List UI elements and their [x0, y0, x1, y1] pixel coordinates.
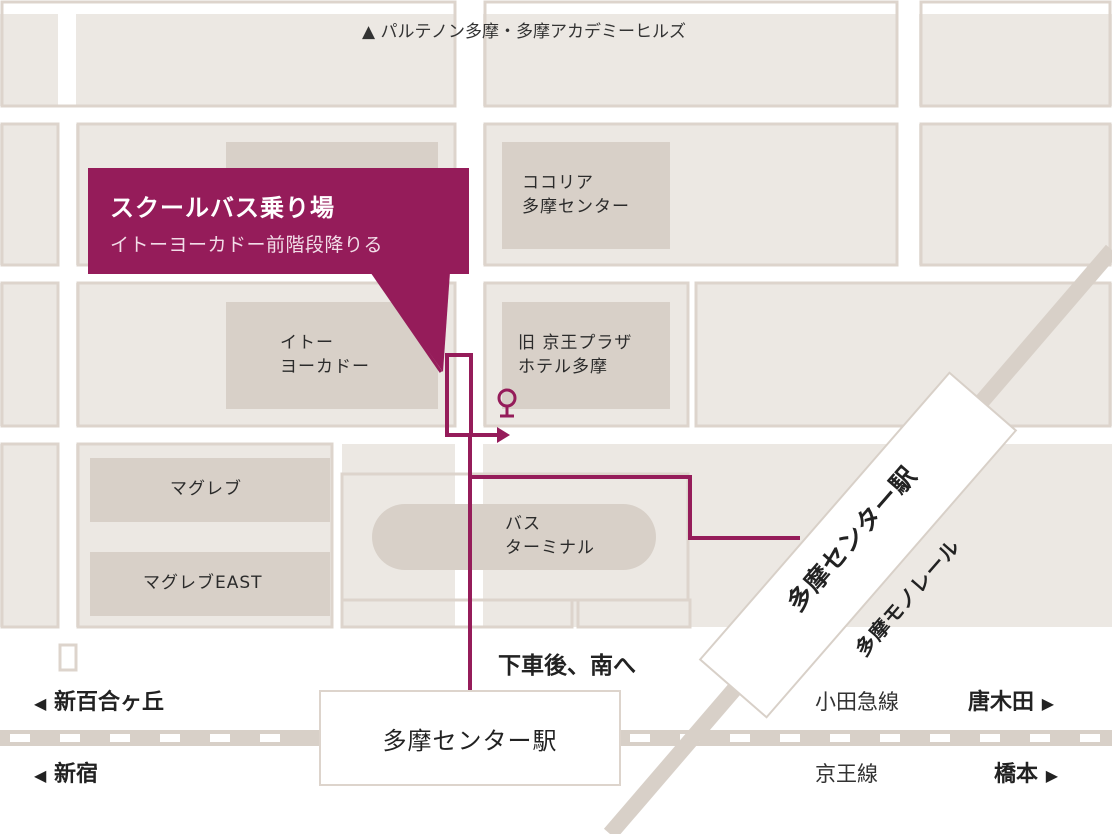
route-to-monorail: [470, 475, 800, 540]
block-outline-3: [919, 0, 1112, 108]
block-outline-1: [0, 0, 457, 108]
buildings: [90, 142, 670, 616]
odakyu-west: ◀ 新百合ヶ丘: [34, 689, 164, 717]
route-path: [370, 271, 800, 690]
road-h-3: [0, 426, 1112, 444]
keio-line-label: 京王線: [815, 762, 878, 786]
building-magreb-east: [90, 552, 330, 616]
magreb-east-label: マグレブEAST: [143, 573, 263, 593]
route-arrowhead-icon: [497, 427, 510, 443]
building-itoyokado: [226, 302, 438, 409]
top-landmark-label: ▲ パルテノン多摩・多摩アカデミーヒルズ: [362, 22, 686, 42]
building-north-left: [226, 142, 438, 172]
road-v-4: [688, 283, 696, 443]
bus-stop-pin-icon: [497, 388, 517, 418]
keio-plaza-label-2: ホテル多摩: [518, 357, 608, 377]
road-v-1: [58, 0, 76, 645]
block-outline-10: [483, 281, 690, 428]
right-arrow-icon: ▶: [1041, 694, 1054, 713]
left-arrow-icon: ◀: [34, 766, 47, 785]
bus-terminal-label-1: バス: [505, 514, 541, 534]
route-stairs: [445, 353, 473, 437]
block-outline-17: [58, 643, 78, 672]
block-outline-2: [483, 0, 899, 108]
keio-plaza-label-1: 旧 京王プラザ: [518, 333, 633, 353]
itoyokado-label-1: イトー: [280, 333, 334, 353]
keio-west-label: 新宿: [53, 762, 98, 787]
odakyu-line-label: 小田急線: [815, 690, 899, 714]
block-outline-15: [340, 598, 574, 629]
magreb-label: マグレブ: [170, 479, 242, 499]
road-h-4: [0, 627, 1112, 645]
block-outline-7: [919, 122, 1112, 267]
building-keio-plaza: [502, 302, 670, 409]
road-h-1: [0, 106, 1112, 124]
cocoria-label-1: ココリア: [522, 173, 594, 193]
block-outline-11: [694, 281, 1112, 428]
callout-title: スクールバス乗り場: [110, 194, 335, 222]
tama-center-station-box: 多摩センター駅: [319, 690, 621, 786]
right-arrow-icon: ▶: [1045, 766, 1058, 785]
road-v-3: [897, 0, 919, 283]
get-off-instruction: 下車後、南へ: [498, 653, 636, 679]
odakyu-east: 唐木田 ▶: [968, 689, 1054, 717]
monorail-station-box: [698, 371, 1018, 719]
bus-terminal-label-2: ターミナル: [505, 538, 595, 558]
block-outline-12: [0, 442, 60, 629]
building-cocoria: [502, 142, 670, 249]
odakyu-east-label: 唐木田: [968, 690, 1035, 715]
block-outline-6: [483, 122, 899, 267]
left-arrow-icon: ◀: [34, 694, 47, 713]
block-outline-16: [576, 598, 692, 629]
road-v-5: [332, 444, 342, 627]
callout-subtitle: イトーヨーカドー前階段降りる: [110, 234, 384, 256]
keio-east-label: 橋本: [994, 762, 1039, 787]
building-magreb: [90, 458, 330, 522]
callout-pointer-line: [370, 271, 443, 373]
odakyu-west-label: 新百合ヶ丘: [53, 690, 164, 715]
keio-west: ◀ 新宿: [34, 761, 98, 789]
block-outlines: [0, 0, 1112, 672]
block-outline-4: [0, 122, 60, 267]
building-bus-terminal: [372, 504, 656, 570]
itoyokado-label-2: ヨーカドー: [280, 357, 370, 377]
keio-east: 橋本 ▶: [994, 761, 1058, 789]
school-bus-callout: スクールバス乗り場 イトーヨーカドー前階段降りる: [88, 168, 469, 274]
block-outline-8: [0, 281, 60, 428]
callout-pointer: [372, 272, 450, 372]
block-outline-13: [76, 442, 334, 629]
cocoria-label-2: 多摩センター: [522, 197, 630, 217]
